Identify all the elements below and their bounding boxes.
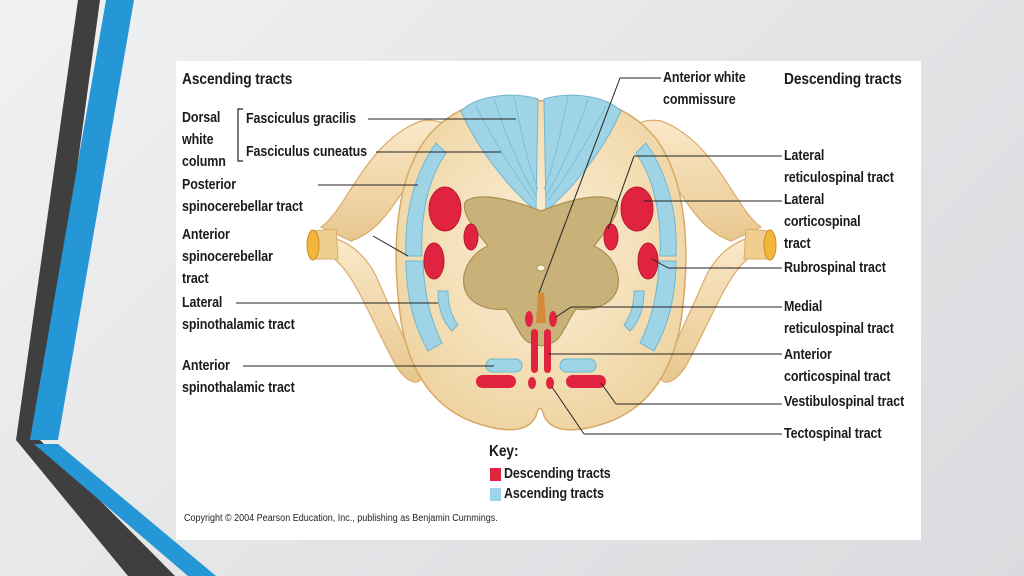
lateral-reticulospinal-label: Lateral reticulospinal tract bbox=[784, 145, 894, 189]
copyright-text: Copyright © 2004 Pearson Education, Inc.… bbox=[184, 513, 498, 524]
anterior-spinocerebellar-label: Anterior spinocerebellar tract bbox=[182, 224, 273, 290]
spinal-cord-diagram bbox=[236, 77, 782, 435]
medial-reticulospinal-left bbox=[525, 311, 533, 327]
anterior-corticospinal-line2: corticospinal tract bbox=[784, 369, 891, 385]
dorsal-column-bracket bbox=[237, 108, 243, 162]
dorsal-white-column-label: Dorsal white column bbox=[182, 107, 226, 173]
anterior-spinocerebellar-line3: tract bbox=[182, 271, 209, 287]
vestibulospinal-left bbox=[476, 375, 516, 388]
medial-reticulospinal-label: Medial reticulospinal tract bbox=[784, 296, 894, 340]
key-descending-label: Descending tracts bbox=[504, 466, 611, 482]
key-ascending-swatch bbox=[490, 487, 501, 501]
anterior-white-commissure-line2: commissure bbox=[663, 92, 736, 108]
lateral-corticospinal-left bbox=[428, 186, 462, 232]
lateral-corticospinal-line3: tract bbox=[784, 236, 811, 252]
dorsal-columns bbox=[460, 94, 622, 213]
tectospinal-label: Tectospinal tract bbox=[784, 426, 882, 442]
vestibulospinal-label: Vestibulospinal tract bbox=[784, 394, 905, 410]
anterior-corticospinal-label: Anterior corticospinal tract bbox=[784, 344, 891, 388]
anterior-white-commissure-label: Anterior white commissure bbox=[663, 67, 746, 111]
vestibulospinal-right bbox=[566, 375, 606, 388]
anterior-corticospinal-right bbox=[544, 329, 551, 373]
central-canal bbox=[536, 264, 546, 272]
posterior-spinocerebellar-line1: Posterior bbox=[182, 177, 236, 193]
fasciculus-gracilis-left bbox=[460, 94, 539, 213]
right-nerve-cut bbox=[763, 229, 777, 261]
rubrospinal-right bbox=[637, 242, 659, 280]
anterior-spinocerebellar-right bbox=[639, 260, 677, 352]
lateral-corticospinal-right bbox=[620, 186, 654, 232]
spinal-cord-figure: Ascending tracts Descending tracts Dorsa… bbox=[176, 61, 921, 540]
fasciculus-cuneatus-label: Fasciculus cuneatus bbox=[246, 144, 368, 160]
descending-tracts-header: Descending tracts bbox=[784, 71, 902, 88]
posterior-spinocerebellar-line2: spinocerebellar tract bbox=[182, 199, 303, 215]
lateral-corticospinal-line2: corticospinal bbox=[784, 214, 861, 230]
medial-reticulospinal-right bbox=[549, 311, 557, 327]
key-descending-swatch bbox=[490, 467, 501, 481]
leader-lines bbox=[236, 77, 782, 435]
lateral-spinothalamic-line1: Lateral bbox=[182, 295, 223, 311]
anterior-corticospinal-line1: Anterior bbox=[784, 347, 832, 363]
rubrospinal-left bbox=[423, 242, 445, 280]
lateral-corticospinal-label: Lateral corticospinal tract bbox=[784, 189, 861, 255]
lateral-ascending-bands bbox=[405, 142, 677, 373]
lateral-reticulospinal-left bbox=[463, 223, 479, 251]
lateral-reticulospinal-line1: Lateral bbox=[784, 148, 825, 164]
descending-tracts bbox=[423, 186, 659, 389]
key-descending-row: Descending tracts bbox=[490, 463, 628, 485]
lateral-corticospinal-line1: Lateral bbox=[784, 192, 825, 208]
accent-blue-stripe-lower bbox=[34, 444, 216, 576]
anterior-spinocerebellar-line1: Anterior bbox=[182, 227, 230, 243]
anterior-spinothalamic-label: Anterior spinothalamic tract bbox=[182, 355, 295, 399]
fasciculus-gracilis-label: Fasciculus gracilis bbox=[246, 111, 356, 127]
key-ascending-label: Ascending tracts bbox=[504, 486, 604, 502]
anterior-corticospinal-left bbox=[531, 329, 538, 373]
rubrospinal-label: Rubrospinal tract bbox=[784, 260, 886, 276]
anterior-spinocerebellar-left bbox=[405, 260, 443, 352]
anterior-median-fissure bbox=[536, 293, 546, 323]
fasciculus-gracilis-right bbox=[543, 94, 622, 213]
posterior-spinocerebellar-left bbox=[405, 142, 447, 257]
key-title: Key: bbox=[489, 443, 519, 460]
tectospinal-left bbox=[528, 377, 536, 389]
lateral-spinothalamic-label: Lateral spinothalamic tract bbox=[182, 292, 295, 336]
lateral-reticulospinal-right bbox=[603, 223, 619, 251]
posterior-spinocerebellar-label: Posterior spinocerebellar tract bbox=[182, 174, 303, 218]
dorsal-label-line1: Dorsal bbox=[182, 110, 221, 126]
accent-dark-stripe-lower bbox=[16, 440, 175, 576]
lateral-spinothalamic-line2: spinothalamic tract bbox=[182, 317, 295, 333]
medial-reticulospinal-line2: reticulospinal tract bbox=[784, 321, 894, 337]
dorsal-label-line3: column bbox=[182, 154, 226, 170]
medial-reticulospinal-line1: Medial bbox=[784, 299, 823, 315]
accent-dark-stripe bbox=[16, 0, 100, 440]
dorsal-label-line2: white bbox=[182, 132, 214, 148]
anterior-spinothalamic-line2: spinothalamic tract bbox=[182, 380, 295, 396]
lateral-reticulospinal-line2: reticulospinal tract bbox=[784, 170, 894, 186]
lateral-spinothalamic-left bbox=[437, 290, 459, 332]
anterior-white-commissure-line1: Anterior white bbox=[663, 70, 746, 86]
anterior-spinothalamic-right bbox=[559, 358, 597, 373]
posterior-spinocerebellar-right bbox=[635, 142, 677, 257]
left-nerve-cut bbox=[306, 229, 320, 261]
ascending-tracts-header: Ascending tracts bbox=[182, 71, 293, 88]
anterior-spinocerebellar-line2: spinocerebellar bbox=[182, 249, 273, 265]
key-ascending-row: Ascending tracts bbox=[490, 483, 620, 505]
anterior-spinothalamic-line1: Anterior bbox=[182, 358, 230, 374]
lateral-spinothalamic-right bbox=[623, 290, 645, 332]
accent-blue-stripe bbox=[30, 0, 134, 440]
tectospinal-right bbox=[546, 377, 554, 389]
